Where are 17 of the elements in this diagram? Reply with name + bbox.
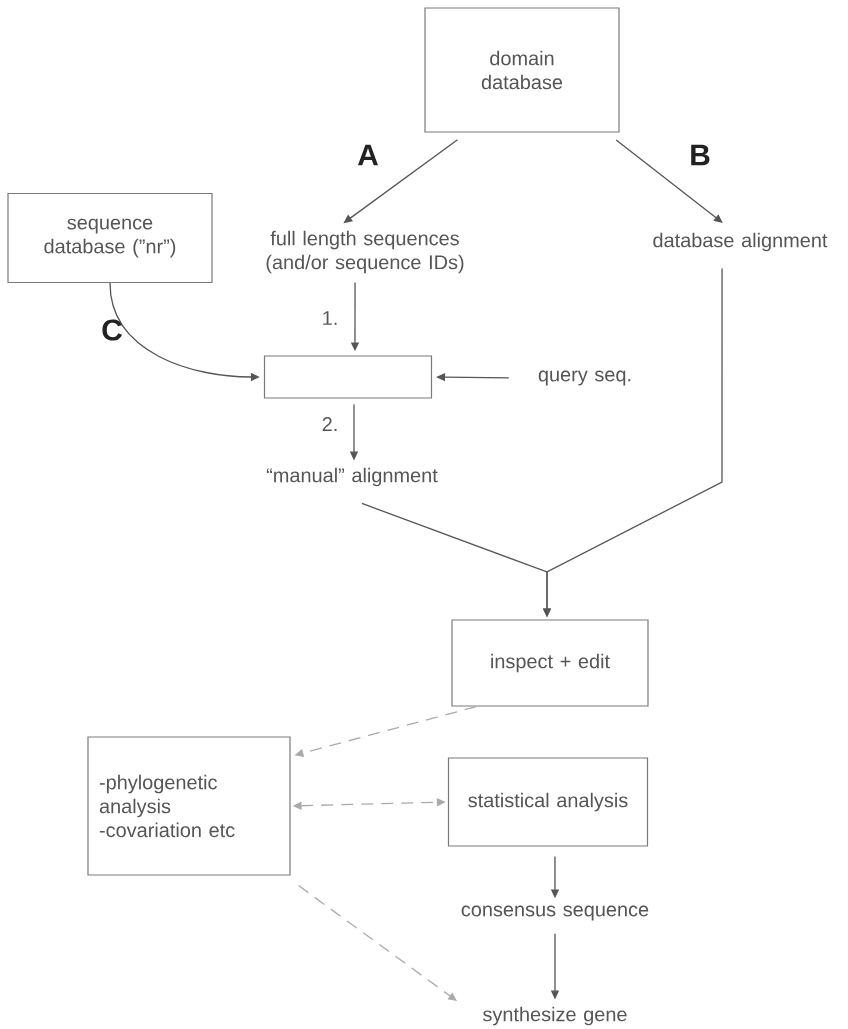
step-text: synthesize gene	[483, 1006, 627, 1026]
empty-box	[263, 355, 433, 399]
step-text: “manual” alignment	[266, 467, 438, 487]
edge-label: 2.	[322, 417, 337, 431]
process-box: inspect + edit	[451, 619, 649, 707]
process-box: statistical analysis	[447, 757, 649, 847]
step-text: database alignment	[653, 232, 828, 252]
path-letter: C	[102, 319, 122, 341]
process-box: -phylogenetic analysis -covariation etc	[87, 736, 291, 876]
path-letter: A	[357, 144, 378, 166]
process-box: sequence database (”nr”)	[7, 192, 213, 284]
step-text: full length sequences (and/or sequence IDs)	[266, 230, 464, 274]
process-box: domain database	[424, 7, 620, 133]
path-letter: B	[691, 144, 710, 166]
step-text: consensus sequence	[461, 905, 649, 921]
step-text: query seq.	[538, 370, 631, 386]
edge-label: 1.	[323, 311, 337, 325]
